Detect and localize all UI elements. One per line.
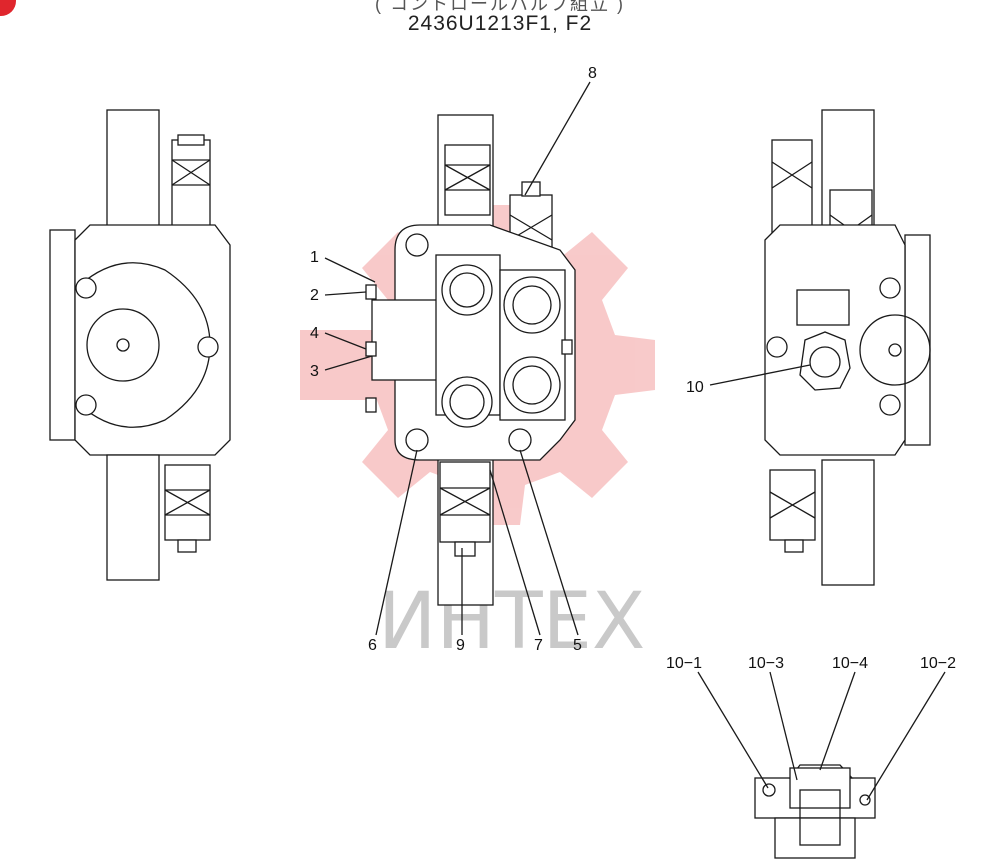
callout-7: 7	[534, 637, 543, 654]
callout-10: 10	[686, 379, 704, 396]
callout-2: 2	[310, 287, 319, 304]
callout-4: 4	[310, 325, 319, 342]
callout-10-1: 10−1	[666, 655, 702, 672]
callout-10-2: 10−2	[920, 655, 956, 672]
leader-lines	[324, 81, 946, 801]
right-view	[764, 109, 931, 586]
drawing-title: 2436U1213F1, F2	[407, 12, 593, 35]
callout-3: 3	[310, 363, 319, 380]
callout-10-4: 10−4	[832, 655, 868, 672]
detail-view-plug	[754, 764, 876, 859]
callout-8: 8	[588, 65, 597, 82]
callout-6: 6	[368, 637, 377, 654]
callout-5: 5	[573, 637, 582, 654]
callout-10-3: 10−3	[748, 655, 784, 672]
callout-1: 1	[310, 249, 319, 266]
callout-9: 9	[456, 637, 465, 654]
watermark-text: ИНТЕХ	[378, 577, 645, 667]
left-view	[49, 109, 231, 581]
drawing-subtitle: ( コントロールバルブ組立 )	[375, 0, 625, 14]
center-view	[365, 114, 576, 606]
